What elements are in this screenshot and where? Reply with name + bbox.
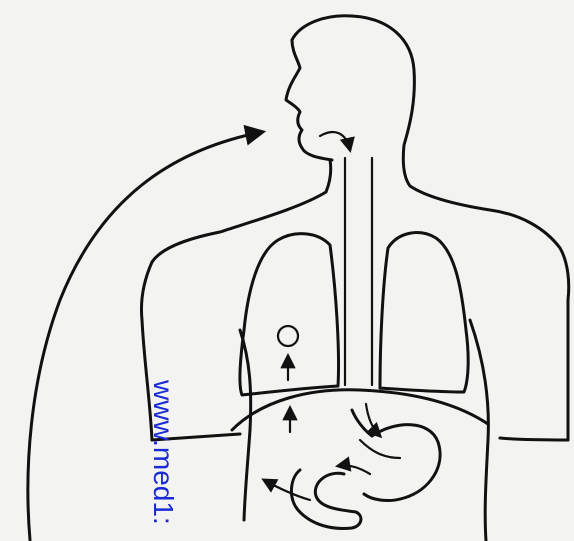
neck-front <box>141 160 330 320</box>
lung-icon <box>380 233 468 392</box>
arrow-icon <box>28 132 262 540</box>
arm-right-bottom <box>500 438 568 440</box>
intestine-icon <box>291 470 361 528</box>
torso-right-side <box>470 320 488 541</box>
stomach-inner <box>360 440 400 458</box>
bubble-icon <box>278 326 298 346</box>
face-profile <box>286 40 332 160</box>
head-silhouette-icon <box>292 16 569 440</box>
lung-icon <box>240 234 339 395</box>
watermark-text: www.med1: <box>146 380 180 525</box>
stomach-icon <box>352 410 440 501</box>
arrow-icon <box>264 480 310 500</box>
arrow-icon <box>320 132 350 150</box>
